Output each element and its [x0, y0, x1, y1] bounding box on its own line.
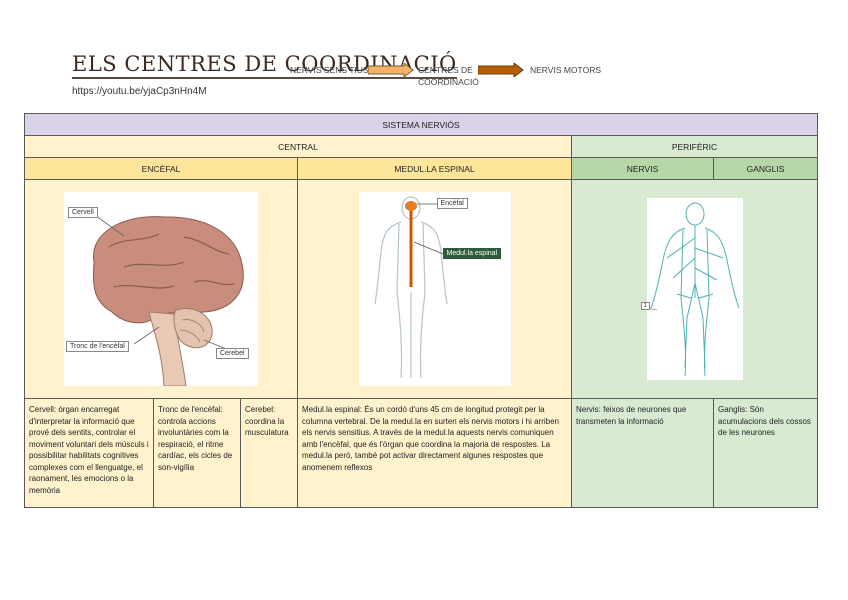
desc-nervis: Nervis: feixos de neurones que transmete…: [571, 398, 714, 508]
flow-step-sensitius: NERVIS SENS TIUS: [290, 65, 369, 75]
desc-ganglis: Ganglis: Són acumulacions dels cossos de…: [712, 398, 819, 508]
label-encefal: Encèfal: [436, 198, 468, 209]
header-central: CENTRAL: [24, 135, 572, 158]
nerves-image-cell: 1: [570, 179, 819, 399]
label-cerebel: Cerebel: [216, 348, 249, 359]
video-link[interactable]: https://youtu.be/yjaCp3nHn4M: [72, 86, 207, 97]
desc-cerebel: Cerebel: coordina la musculatura: [240, 398, 298, 508]
flow-step-centres-2: COORDINACIÓ: [418, 77, 479, 87]
header-ganglis: GANGLIS: [712, 157, 819, 180]
brain-image-cell: Cervell Tronc de l'encèfal Cerebel: [24, 179, 298, 399]
nervous-system-table: SISTEMA NERVIÓS CENTRAL PERIFÈRIC ENCÈFA…: [23, 113, 819, 508]
header-medulla: MEDUL.LA ESPINAL: [297, 157, 572, 180]
label-medulla: Medul.la espinal: [442, 248, 502, 259]
desc-medulla: Medul.la espinal: És un cordó d'uns 45 c…: [297, 398, 572, 508]
header-sistema-nervios: SISTEMA NERVIÓS: [23, 113, 819, 136]
header-encefal: ENCÈFAL: [24, 157, 298, 180]
nerves-illustration: 1: [640, 198, 743, 380]
brain-illustration: Cervell Tronc de l'encèfal Cerebel: [64, 192, 258, 387]
arrow-right-icon: [478, 63, 524, 77]
label-cervell: Cervell: [68, 207, 98, 218]
label-nerves-marker: 1: [640, 302, 650, 310]
header-nervis: NERVIS: [571, 157, 714, 180]
arrow-right-icon: [368, 63, 414, 77]
header-periferic: PERIFÈRIC: [570, 135, 819, 158]
flow-step-motors: NERVIS MOTORS: [530, 65, 602, 75]
label-tronc: Tronc de l'encèfal: [66, 341, 129, 352]
spine-illustration: Encèfal Medul.la espinal: [358, 192, 511, 386]
flow-step-centres-1: CENTRES DE: [418, 65, 473, 75]
spine-image-cell: Encèfal Medul.la espinal: [297, 179, 572, 399]
desc-tronc: Tronc de l'encèfal: controla accions inv…: [153, 398, 241, 508]
desc-cervell: Cervell: òrgan encarregat d'interpretar …: [24, 398, 154, 508]
